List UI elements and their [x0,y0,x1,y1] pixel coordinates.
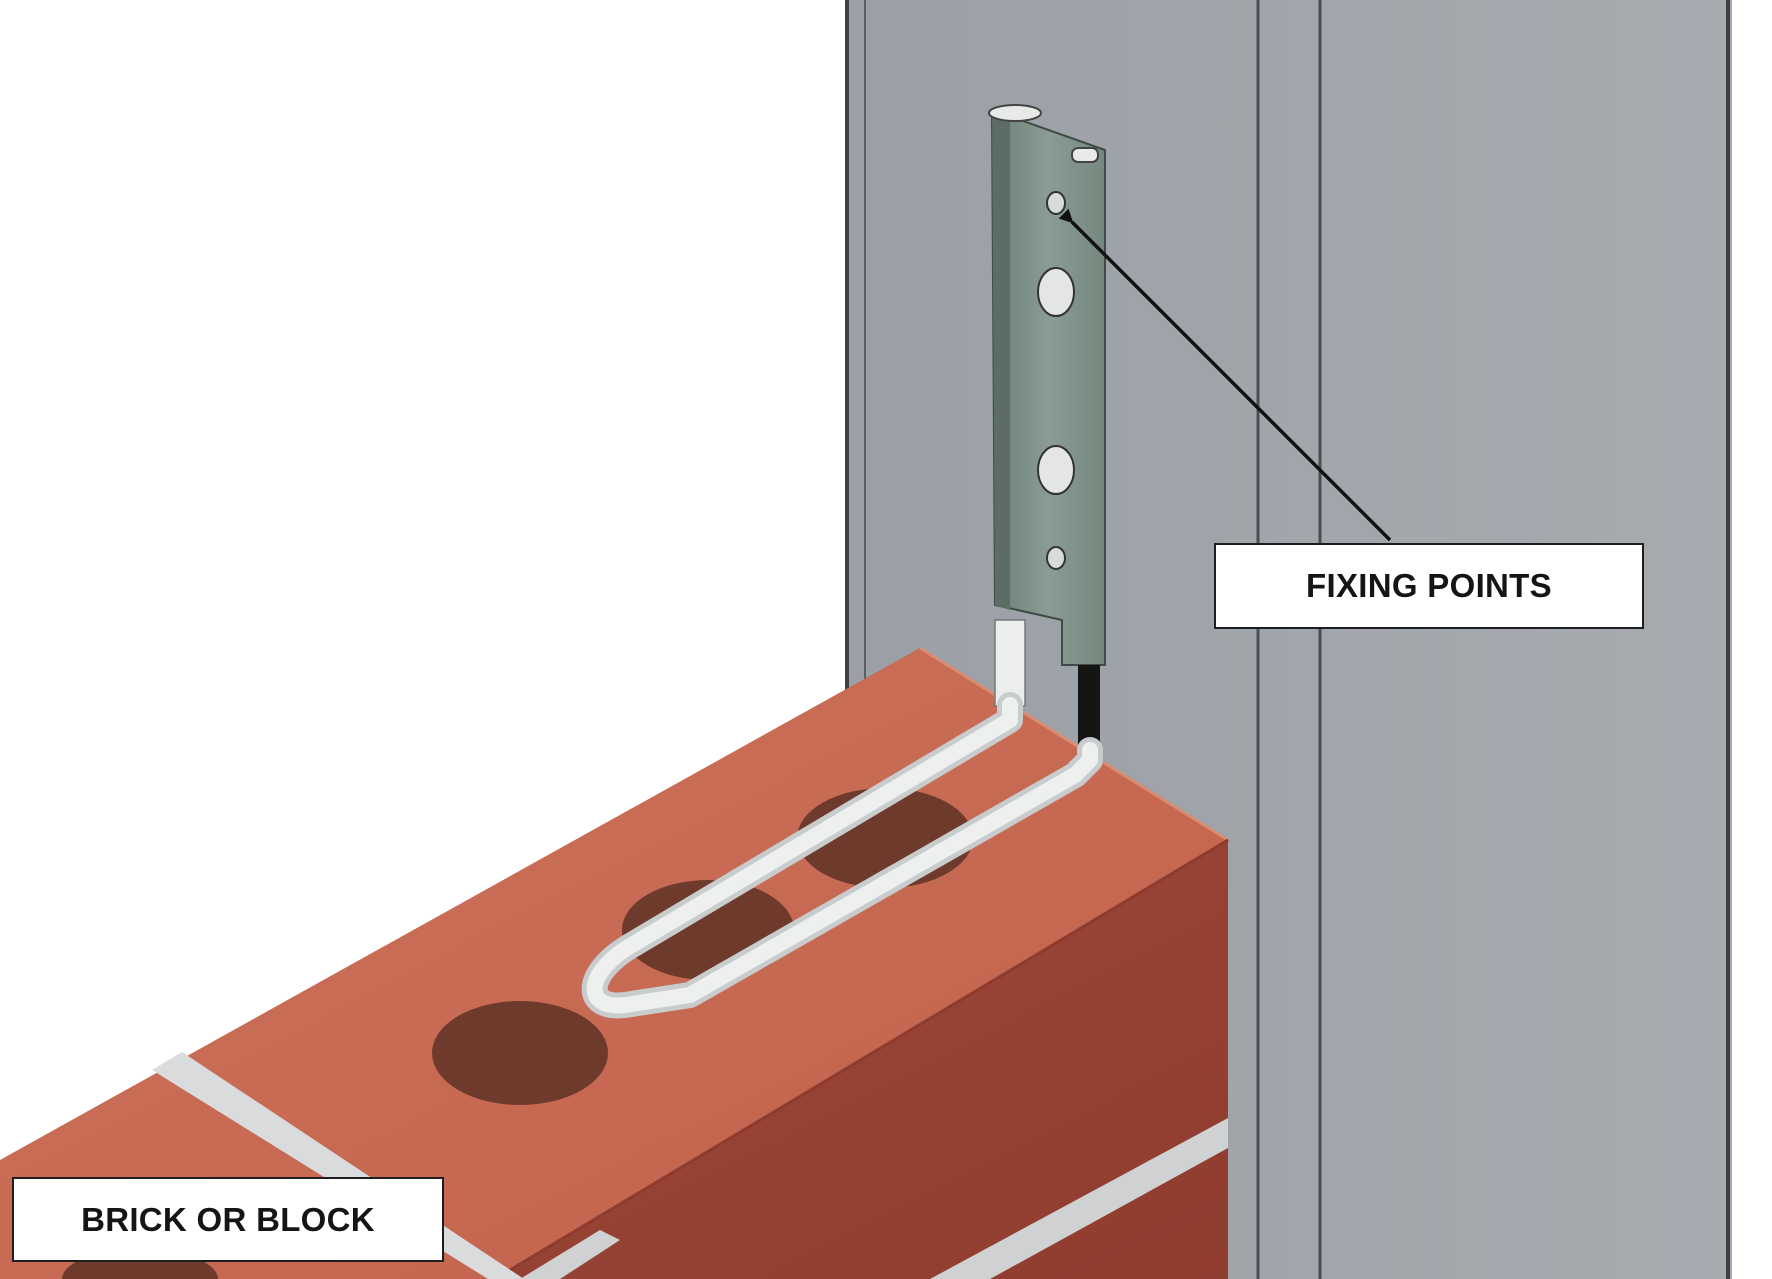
fixing-hole [1037,445,1075,495]
fixing-hole [1037,267,1075,317]
arrow-up-left-icon [1058,208,1392,542]
fixing-points-label: FIXING POINTS [1214,543,1644,629]
fixing-hole [1046,546,1066,570]
brick-or-block-text: BRICK OR BLOCK [81,1200,375,1238]
mortar-joint [930,1118,1228,1279]
mortar-joint [520,1230,620,1279]
tie-wire [581,619,1103,1019]
fixing-hole [1046,191,1066,215]
fixing-points-text: FIXING POINTS [1306,567,1552,604]
brick-or-block-label: BRICK OR BLOCK [12,1177,444,1262]
fixing-bracket [988,104,1106,666]
brick-core-hole [432,1001,608,1105]
